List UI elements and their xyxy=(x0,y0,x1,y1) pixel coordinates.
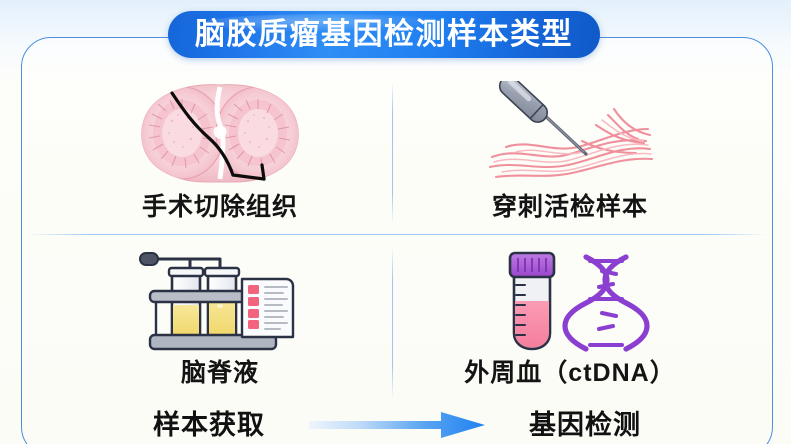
sample-type-card-biopsy: 穿刺活检样本 xyxy=(420,80,720,220)
sample-type-card-csf: 脑脊液 xyxy=(70,248,370,386)
brain-tissue-histology-svg xyxy=(141,83,299,182)
sample-type-label-surgery: 手术切除组织 xyxy=(141,193,298,221)
test-tube-rack-svg xyxy=(139,251,295,350)
process-flow-row: 样本获取 基因检测 xyxy=(21,406,773,444)
brain-tissue-histology-icon xyxy=(70,80,370,185)
report-checkbox-group xyxy=(248,284,259,329)
blood-tube-dna-icon xyxy=(420,248,720,353)
sample-type-label-biopsy: 穿刺活检样本 xyxy=(491,193,648,221)
test-tube-rack-icon xyxy=(70,248,370,353)
sample-type-card-blood: 外周血（ctDNA） xyxy=(420,248,720,386)
vertical-divider-top xyxy=(392,83,394,223)
flow-step-acquire-label: 样本获取 xyxy=(153,409,265,440)
flow-step-testing-label: 基因检测 xyxy=(529,409,641,440)
page-title: 脑胶质瘤基因检测样本类型 xyxy=(195,17,573,51)
biopsy-needle-icon xyxy=(420,80,720,185)
horizontal-divider xyxy=(30,234,765,236)
biopsy-needle-svg xyxy=(488,80,654,178)
right-arrow-icon xyxy=(309,412,485,438)
sample-type-card-surgery: 手术切除组织 xyxy=(70,80,370,220)
sample-type-label-csf: 脑脊液 xyxy=(180,359,259,387)
vertical-divider-bottom xyxy=(392,248,394,398)
title-banner: 脑胶质瘤基因检测样本类型 xyxy=(168,11,600,58)
sample-type-label-blood: 外周血（ctDNA） xyxy=(464,359,676,387)
blood-tube-dna-svg xyxy=(508,251,650,352)
card-frame xyxy=(21,37,773,444)
